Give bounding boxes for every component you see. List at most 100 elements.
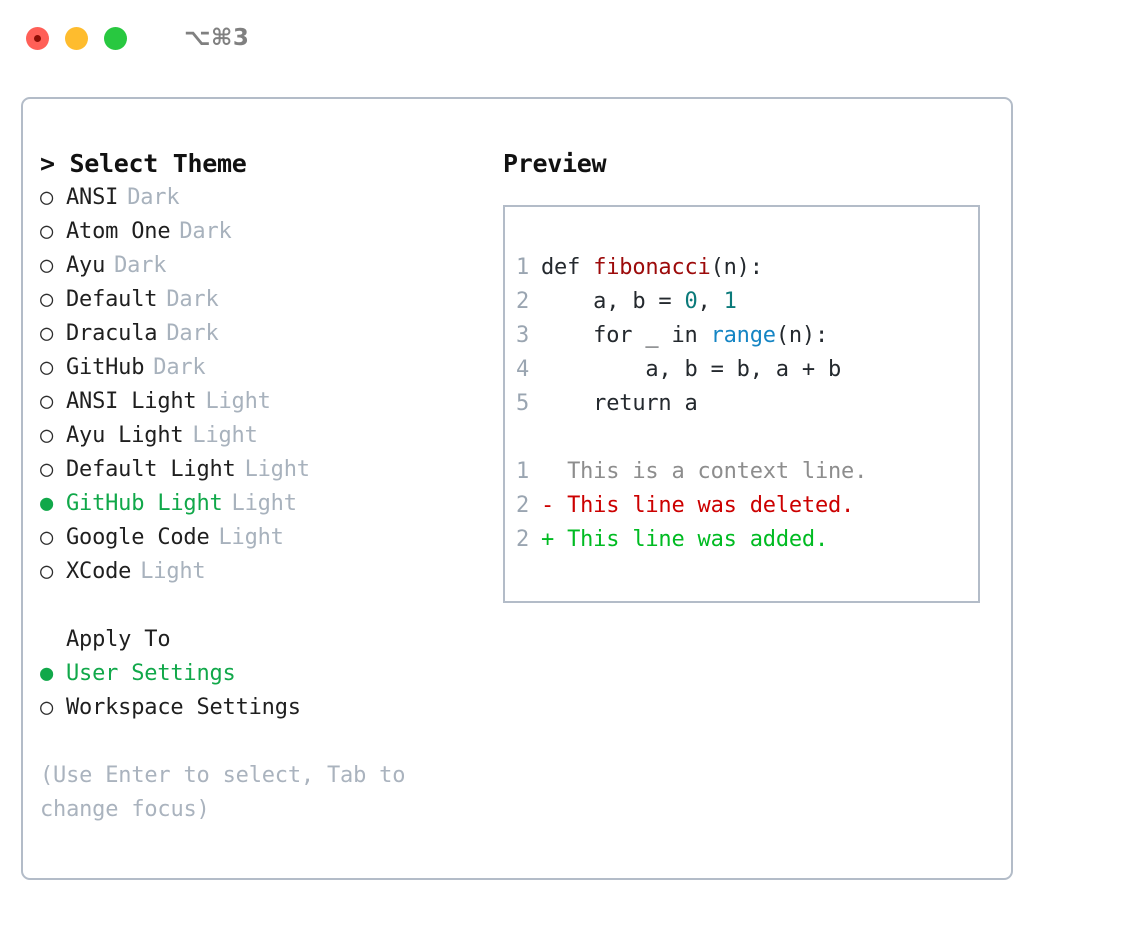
diff-line-added: 2 + This line was added. [505,523,978,557]
theme-variant-badge: Dark [127,185,180,210]
diff-line-number: 1 [515,459,529,484]
theme-list-item[interactable]: ○ Default Dark [40,283,503,317]
theme-name-label: Ayu [66,253,106,278]
theme-list-item[interactable]: ○ Google Code Light [40,521,503,555]
code-token-plain: def [541,255,594,280]
radio-unselected-icon: ○ [40,559,54,584]
radio-unselected-icon: ○ [40,287,54,312]
theme-list-item[interactable]: ○ GitHub Dark [40,351,503,385]
radio-unselected-icon: ○ [40,321,54,346]
title-bar: ⌥⌘3 [0,0,1140,76]
code-token-plain: a, b = [541,289,685,314]
maximize-button[interactable] [104,26,127,50]
code-line-content: return a [541,387,698,421]
code-line-content: a, b = b, a + b [541,353,841,387]
minimize-button[interactable] [65,26,88,50]
code-token-plain: (n): [710,255,763,280]
diff-line-content: This line was added. [567,527,828,552]
theme-name-label: Default [66,287,158,312]
theme-variant-badge: Light [244,457,310,482]
theme-variant-badge: Light [140,559,206,584]
diff-marker: + [541,527,568,552]
diff-marker [541,455,567,489]
code-token-fn: fibonacci [593,255,711,280]
code-line: 4 a, b = b, a + b [505,353,978,387]
code-line-content: def fibonacci(n): [541,251,763,285]
code-line: 5 return a [505,387,978,421]
code-line-content: a, b = 0, 1 [541,285,737,319]
code-token-num: 0 [684,289,698,314]
theme-list-item[interactable]: ○ Ayu Light Light [40,419,503,453]
diff-sample: 1 This is a context line.2- This line wa… [505,455,978,557]
theme-name-label: ANSI [66,185,119,210]
code-line: 1 def fibonacci(n): [505,251,978,285]
close-button[interactable] [26,26,49,50]
radio-selected-icon: ● [40,661,54,686]
code-token-call: range [710,323,776,348]
theme-variant-badge: Dark [179,219,232,244]
theme-name-label: Atom One [66,219,171,244]
theme-name-label: Ayu Light [66,423,184,448]
code-token-plain: (n): [775,323,829,348]
diff-line-deleted: 2- This line was deleted. [505,489,978,523]
theme-variant-badge: Dark [166,287,219,312]
select-theme-heading: > Select Theme [40,149,247,178]
code-token-plain: , [697,289,724,314]
theme-list-item[interactable]: ● GitHub Light Light [40,487,503,521]
code-line-number: 3 [515,323,529,348]
theme-variant-badge: Light [192,423,258,448]
theme-name-label: XCode [66,559,132,584]
theme-name-label: Google Code [66,525,210,550]
radio-unselected-icon: ○ [40,525,54,550]
radio-unselected-icon: ○ [40,423,54,448]
theme-list-item[interactable]: ○ XCode Light [40,555,503,589]
theme-name-label: GitHub Light [66,491,223,516]
theme-name-label: ANSI Light [66,389,197,414]
radio-unselected-icon: ○ [40,389,54,414]
code-token-plain: for _ in [541,323,711,348]
code-token-plain: return a [541,391,698,416]
apply-to-list: ● User Settings ○Workspace Settings [40,657,503,725]
radio-unselected-icon: ○ [40,185,54,210]
theme-list-item[interactable]: ○ ANSI Dark [40,181,503,215]
theme-variant-badge: Light [218,525,284,550]
apply-to-label: Workspace Settings [66,695,301,720]
apply-to-option[interactable]: ● User Settings [40,657,503,691]
theme-list-item[interactable]: ○ ANSI Light Light [40,385,503,419]
window-controls [26,26,127,50]
window-shortcut-label: ⌥⌘3 [184,25,250,51]
diff-line-content: This line was deleted. [567,493,855,518]
code-line-number: 2 [515,289,529,314]
diff-line-context: 1 This is a context line. [505,455,978,489]
radio-selected-icon: ● [40,491,54,516]
preview-spacer [505,421,978,455]
theme-variant-badge: Dark [114,253,167,278]
diff-line-number: 2 [515,527,529,552]
apply-to-label: User Settings [66,661,236,686]
theme-name-label: Default Light [66,457,236,482]
code-token-num: 1 [723,289,737,314]
theme-variant-badge: Light [231,491,297,516]
code-line-number: 5 [515,391,529,416]
theme-variant-badge: Light [205,389,271,414]
preview-heading: Preview [503,149,607,178]
radio-unselected-icon: ○ [40,355,54,380]
code-line-number: 1 [515,255,529,280]
diff-line-number: 2 [515,493,529,518]
theme-name-label: GitHub [66,355,145,380]
code-line-number: 4 [515,357,529,382]
theme-variant-badge: Dark [153,355,206,380]
diff-marker: - [541,493,568,518]
diff-line-content: This is a context line. [567,459,868,484]
apply-to-option[interactable]: ○Workspace Settings [40,691,503,725]
